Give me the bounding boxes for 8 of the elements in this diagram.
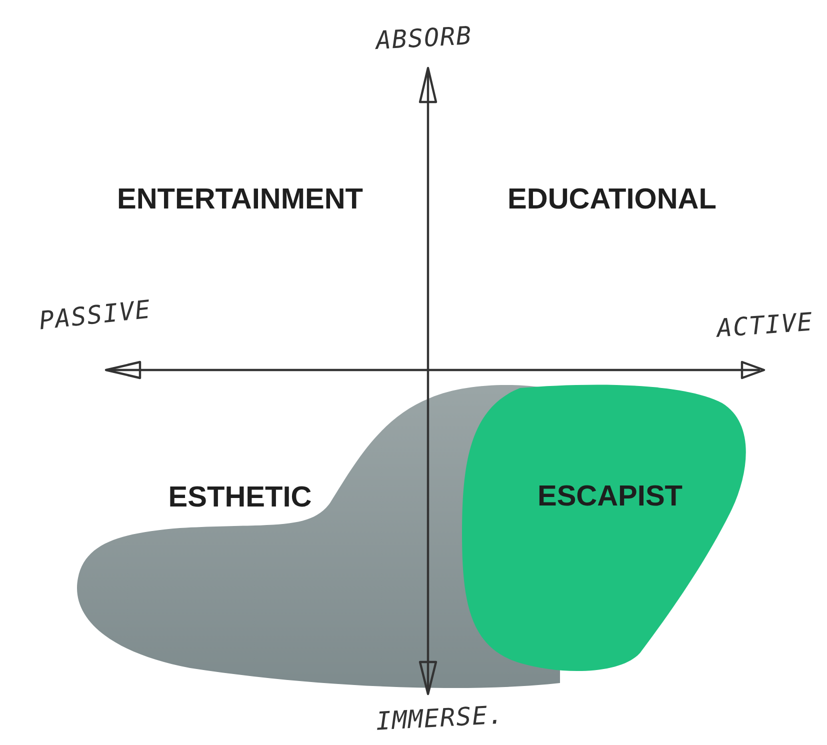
quadrant-label: ESCAPIST [537, 480, 683, 514]
axis-label: ACTIVE [716, 307, 814, 343]
axis-label: IMMERSE. [375, 700, 505, 736]
quadrant-label: EDUCATIONAL [508, 184, 716, 216]
axis-label: ABSORB [375, 21, 473, 55]
quadrant-label: ESTHETIC [168, 482, 312, 514]
quadrant-label: ENTERTAINMENT [117, 184, 363, 216]
axis-label: PASSIVE [38, 294, 152, 336]
